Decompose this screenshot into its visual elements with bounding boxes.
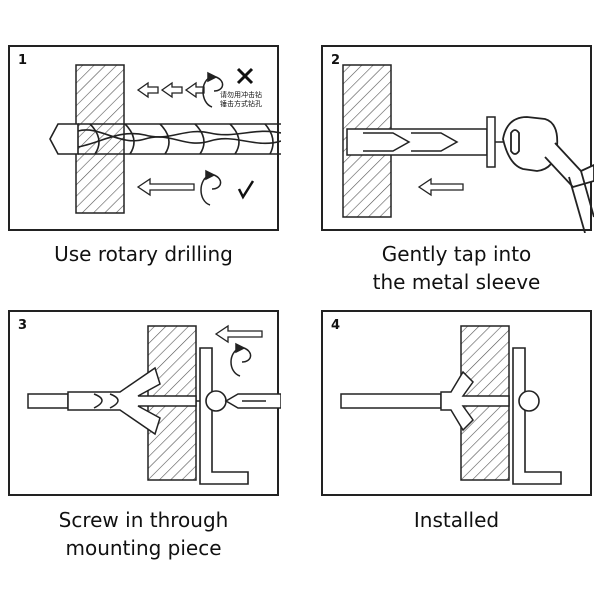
hook-bracket-icon	[199, 347, 249, 485]
drill-warning-note: 请勿用冲击钻 锤击方式钻孔	[220, 91, 262, 108]
step-number: 3	[18, 318, 28, 333]
step-2-panel: 2	[321, 45, 594, 233]
anchor-sleeve-icon	[346, 116, 509, 168]
step-3-caption: Screw in through mounting piece	[8, 506, 279, 562]
step-4-panel: 4	[321, 310, 592, 496]
left-arrow-icon	[136, 177, 195, 197]
caption-line-1: Screw in through	[58, 508, 229, 532]
rotate-arrow-icon	[230, 342, 252, 377]
left-arrow-icon	[417, 177, 464, 197]
caption-line-2: mounting piece	[65, 536, 222, 560]
hook-bracket-icon	[512, 347, 562, 485]
check-mark-icon	[237, 180, 255, 200]
step-number: 4	[331, 318, 341, 333]
step-3-panel: 3	[8, 310, 281, 496]
caption-line-1: Gently tap into	[381, 242, 532, 266]
left-arrow-icon	[214, 324, 263, 344]
rotate-arrow-icon	[200, 169, 222, 206]
wall-section-icon	[75, 64, 125, 214]
caption-line-2: the metal sleeve	[372, 270, 541, 294]
drill-bit-icon	[49, 123, 281, 155]
hammer-icon	[502, 116, 594, 233]
step-1-caption: Use rotary drilling	[54, 242, 233, 266]
left-arrow-icon	[136, 81, 205, 99]
wrong-cross-icon	[236, 67, 254, 85]
anchor-sleeve-icon	[340, 370, 510, 432]
step-2-caption: Gently tap into the metal sleeve	[321, 240, 592, 296]
anchor-sleeve-icon	[27, 366, 210, 436]
screwdriver-icon	[224, 393, 281, 409]
step-number: 1	[18, 53, 28, 68]
step-4-caption: Installed	[413, 508, 500, 532]
step-1-panel: 1	[8, 45, 281, 231]
step-number: 2	[331, 53, 341, 68]
rotate-arrow-icon	[202, 71, 224, 108]
